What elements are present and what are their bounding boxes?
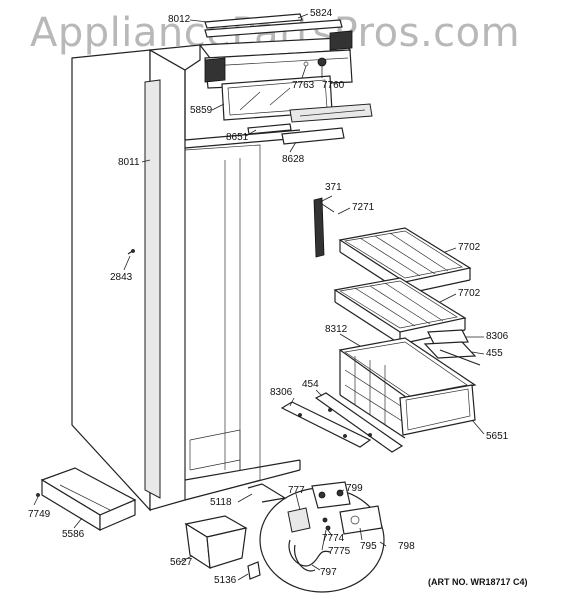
light-lens [221,75,373,123]
part-label-8651[interactable]: 8651 [226,132,249,143]
part-label-7760[interactable]: 7760 [322,80,345,91]
part-label-5859[interactable]: 5859 [190,105,213,116]
drawer-rails-right [423,329,481,366]
control-housing [198,13,353,89]
part-label-2843[interactable]: 2843 [110,272,133,283]
leader-lines [33,13,485,581]
part-label-5136[interactable]: 5136 [214,575,237,586]
part-label-8306-left[interactable]: 8306 [270,387,293,398]
part-label-455[interactable]: 455 [486,348,503,359]
part-label-7702-lower[interactable]: 7702 [458,288,481,299]
part-label-454[interactable]: 454 [302,379,319,390]
wire-clip [247,483,287,503]
part-label-5627[interactable]: 5627 [170,557,193,568]
part-label-371[interactable]: 371 [325,182,342,193]
part-label-7775[interactable]: 7775 [328,546,351,557]
shelf-bracket [313,197,335,258]
part-label-777[interactable]: 777 [288,485,305,496]
part-label-798[interactable]: 798 [398,541,415,552]
part-label-5651[interactable]: 5651 [486,431,509,442]
part-label-8011[interactable]: 8011 [118,157,140,168]
small-bracket [247,561,261,580]
part-label-8012[interactable]: 8012 [168,14,191,25]
part-label-795[interactable]: 795 [360,541,377,552]
part-label-8312[interactable]: 8312 [325,324,348,335]
art-number: (ART NO. WR18717 C4) [428,577,528,587]
drawer-slide-left [280,392,404,453]
part-label-799[interactable]: 799 [346,483,363,494]
part-label-797[interactable]: 797 [320,567,337,578]
cabinet-side-panel [71,48,186,512]
part-label-7702-upper[interactable]: 7702 [458,242,481,253]
bottom-cover [36,467,137,532]
wire-basket [338,337,477,439]
part-label-5118[interactable]: 5118 [210,497,232,508]
part-label-7763[interactable]: 7763 [292,80,315,91]
trim-strips [247,123,345,145]
screw [127,249,135,255]
part-label-7749[interactable]: 7749 [28,509,51,520]
part-label-8628[interactable]: 8628 [282,154,305,165]
part-label-7271[interactable]: 7271 [352,202,375,213]
part-label-5824[interactable]: 5824 [310,8,333,19]
drawer-front [399,384,476,436]
inset-circle [259,481,385,593]
part-label-5586[interactable]: 5586 [62,529,85,540]
tray [184,515,248,570]
part-label-8306-right[interactable]: 8306 [486,331,509,342]
cabinet-frame [148,44,301,501]
part-label-7774[interactable]: 7774 [322,533,345,544]
